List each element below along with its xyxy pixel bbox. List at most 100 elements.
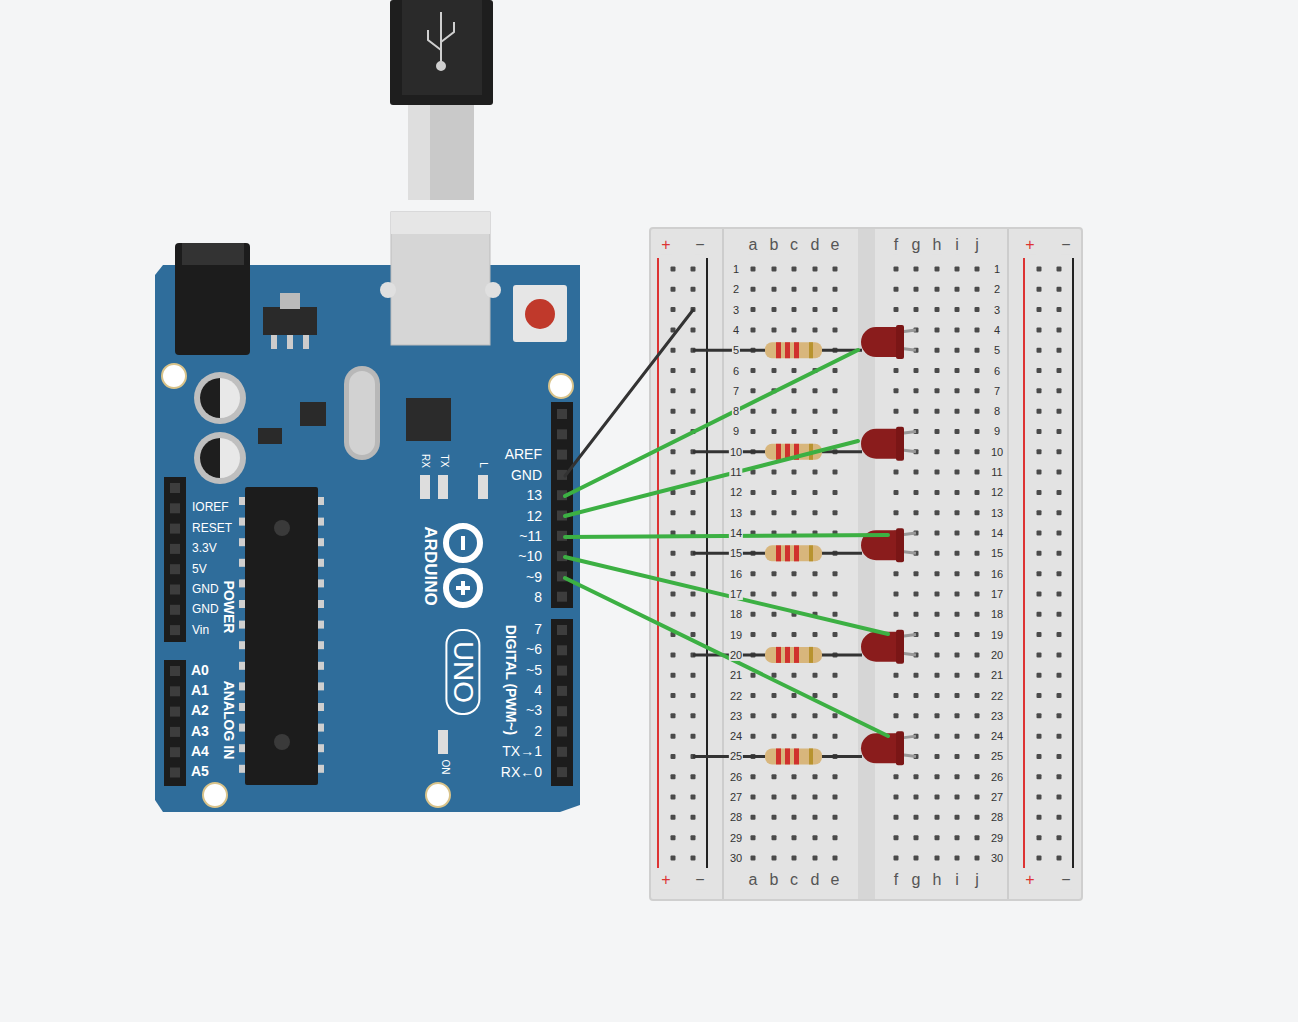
breadboard-header: j xyxy=(974,871,980,889)
chip-pin xyxy=(239,724,245,732)
breadboard-hole xyxy=(935,673,940,678)
breadboard-hole xyxy=(772,693,777,698)
breadboard-hole xyxy=(691,571,696,576)
breadboard-hole xyxy=(772,470,777,475)
chip-pin xyxy=(318,518,324,526)
breadboard-hole xyxy=(671,571,676,576)
breadboard-hole xyxy=(975,632,980,637)
breadboard-hole xyxy=(975,571,980,576)
breadboard-hole xyxy=(792,734,797,739)
breadboard-hole xyxy=(955,388,960,393)
breadboard-header: + xyxy=(1024,871,1035,889)
breadboard-header: e xyxy=(830,871,841,889)
header-pin xyxy=(170,727,180,737)
breadboard-hole xyxy=(813,571,818,576)
breadboard-hole xyxy=(751,368,756,373)
breadboard-hole xyxy=(975,327,980,332)
breadboard-hole xyxy=(1057,449,1062,454)
breadboard-hole xyxy=(671,612,676,617)
chip-pin xyxy=(239,765,245,773)
breadboard-hole xyxy=(935,855,940,860)
breadboard-hole xyxy=(1037,835,1042,840)
led-rim xyxy=(896,528,904,562)
breadboard-hole xyxy=(671,855,676,860)
breadboard-header: j xyxy=(974,236,980,254)
breadboard-header: − xyxy=(694,236,705,254)
breadboard-hole xyxy=(975,287,980,292)
breadboard-hole xyxy=(833,774,838,779)
breadboard-hole xyxy=(1057,388,1062,393)
breadboard-hole xyxy=(1037,571,1042,576)
breadboard-hole xyxy=(772,267,777,272)
header-pin xyxy=(170,686,180,696)
resistor-band xyxy=(785,545,790,561)
breadboard-hole xyxy=(1037,348,1042,353)
row-number: 14 xyxy=(729,527,743,539)
header xyxy=(551,619,573,786)
breadboard-hole xyxy=(691,855,696,860)
breadboard-hole xyxy=(955,673,960,678)
breadboard-hole xyxy=(691,612,696,617)
header-title: ANALOG IN xyxy=(220,681,235,760)
breadboard-header: c xyxy=(789,871,799,889)
resistor-band xyxy=(809,647,813,663)
breadboard-hole xyxy=(1037,267,1042,272)
breadboard-hole xyxy=(1057,531,1062,536)
row-number: 9 xyxy=(993,425,1001,437)
breadboard-hole xyxy=(691,693,696,698)
row-number: 25 xyxy=(990,750,1004,762)
breadboard-hole xyxy=(1037,510,1042,515)
breadboard-hole xyxy=(772,327,777,332)
header xyxy=(551,402,573,608)
breadboard-hole xyxy=(1057,774,1062,779)
header xyxy=(164,477,186,642)
gnd-wire xyxy=(565,310,693,476)
breadboard-hole xyxy=(813,855,818,860)
breadboard-header: − xyxy=(1060,236,1071,254)
breadboard xyxy=(650,228,1082,900)
breadboard-hole xyxy=(894,388,899,393)
microcontroller xyxy=(245,487,318,785)
breadboard-hole xyxy=(914,470,919,475)
breadboard-hole xyxy=(1037,531,1042,536)
breadboard-hole xyxy=(975,815,980,820)
row-number: 4 xyxy=(732,324,740,336)
breadboard-hole xyxy=(833,795,838,800)
breadboard-hole xyxy=(914,835,919,840)
breadboard-hole xyxy=(1057,734,1062,739)
breadboard-hole xyxy=(914,591,919,596)
breadboard-hole xyxy=(772,734,777,739)
breadboard-hole xyxy=(1057,652,1062,657)
pin-label: 7 xyxy=(534,622,542,637)
resistor-symbol xyxy=(765,748,822,764)
breadboard-hole xyxy=(792,490,797,495)
breadboard-hole xyxy=(691,368,696,373)
resistor-band xyxy=(794,748,799,764)
breadboard-hole xyxy=(935,531,940,536)
breadboard-hole xyxy=(813,713,818,718)
breadboard-hole xyxy=(772,795,777,800)
chip-pin xyxy=(318,765,324,773)
pin-label: Vin xyxy=(192,624,209,637)
breadboard-hole xyxy=(1037,470,1042,475)
row-number: 22 xyxy=(729,689,743,701)
breadboard-hole xyxy=(833,470,838,475)
breadboard-hole xyxy=(813,795,818,800)
breadboard-hole xyxy=(935,734,940,739)
row-number: 14 xyxy=(990,527,1004,539)
breadboard-hole xyxy=(935,470,940,475)
breadboard-hole xyxy=(792,307,797,312)
breadboard-hole xyxy=(955,774,960,779)
breadboard-hole xyxy=(833,287,838,292)
header-pin xyxy=(170,564,180,574)
chip-pin xyxy=(318,497,324,505)
breadboard-header: d xyxy=(810,871,821,889)
breadboard-hole xyxy=(1057,267,1062,272)
row-number: 7 xyxy=(732,385,740,397)
row-number: 21 xyxy=(729,669,743,681)
resistor-symbol xyxy=(765,342,822,358)
row-number: 10 xyxy=(729,446,743,458)
breadboard-hole xyxy=(833,612,838,617)
chip-pin xyxy=(239,744,245,752)
breadboard-hole xyxy=(772,673,777,678)
